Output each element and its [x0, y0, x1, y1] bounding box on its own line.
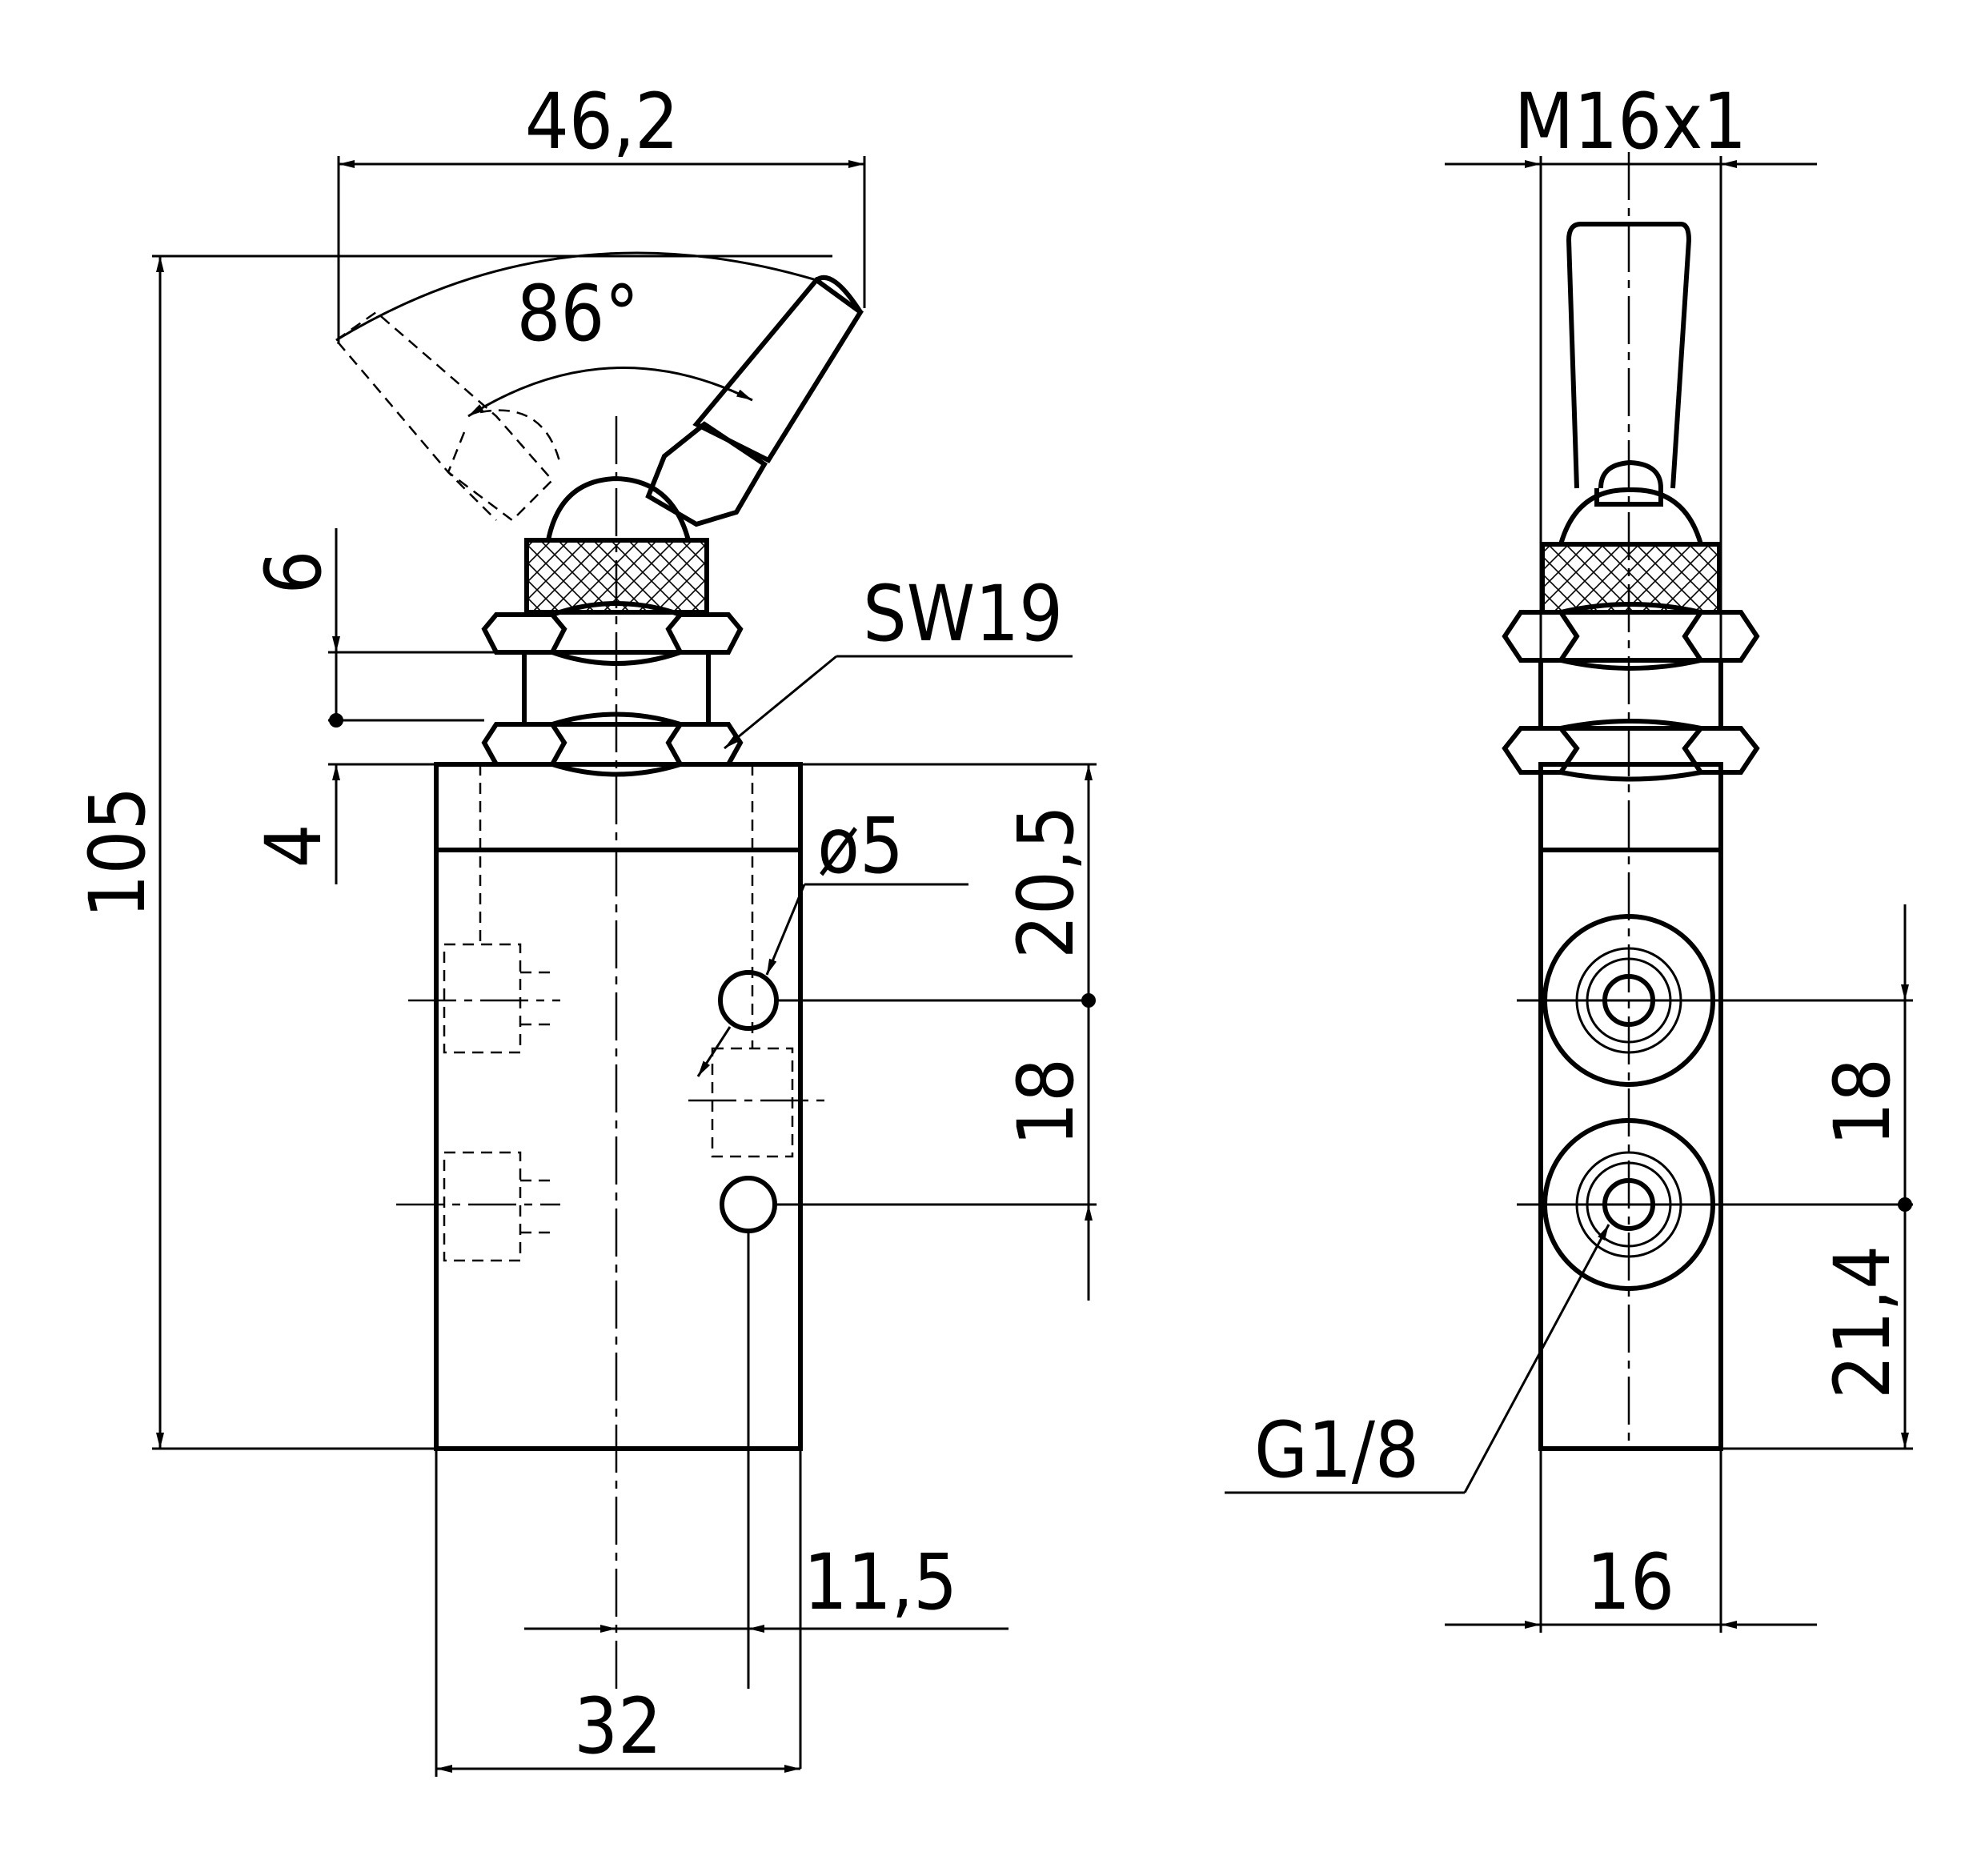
dim-thread: M16x1 [1514, 77, 1746, 166]
front-lever-active [645, 275, 864, 527]
dim-port-offset: 20,5 [1001, 805, 1091, 959]
front-hidden-bores [396, 764, 824, 1262]
front-nut-assembly [481, 475, 744, 777]
front-knurl-ring [524, 538, 709, 615]
dim-port-bottom: 21,4 [1818, 1245, 1907, 1399]
side-valve-body [1538, 762, 1723, 1451]
side-view: M16x1 18 21,4 G1/8 16 [1225, 77, 1913, 1633]
front-valve-body [434, 762, 803, 1451]
dim-width-top: 46,2 [525, 77, 679, 166]
dim-port-thread: G1/8 [1254, 1405, 1419, 1495]
dim-hole: ø5 [817, 801, 904, 891]
dim-port-pitch-front: 18 [1001, 1058, 1091, 1146]
dim-wrench: SW19 [863, 569, 1063, 659]
front-lower-hexnut-right [665, 722, 744, 767]
front-port-hole-lower [720, 1176, 777, 1233]
side-nut-assembly [1502, 487, 1760, 782]
dim-body-width-side: 16 [1586, 1537, 1674, 1627]
dim-height-total: 105 [73, 787, 162, 919]
front-lower-hexnut-left [481, 722, 567, 767]
front-lever-ghost [335, 311, 562, 522]
dim-angle: 86° [516, 269, 639, 359]
front-port-hole-upper [718, 970, 779, 1031]
side-lever [1566, 222, 1692, 507]
dim-port-x: 11,5 [804, 1537, 957, 1627]
front-upper-hexnut-right [665, 612, 744, 655]
front-upper-hexnut-left [481, 612, 567, 655]
front-angle-arc [467, 367, 753, 418]
front-view: 86° 46,2 105 6 4 SW19 ø5 [73, 77, 1097, 1777]
dim-nut-4: 4 [249, 824, 339, 868]
dim-nut-6: 6 [249, 551, 339, 595]
dim-port-pitch-side: 18 [1818, 1058, 1907, 1146]
dim-body-width: 32 [574, 1682, 662, 1771]
side-knurl-ring [1540, 542, 1722, 615]
